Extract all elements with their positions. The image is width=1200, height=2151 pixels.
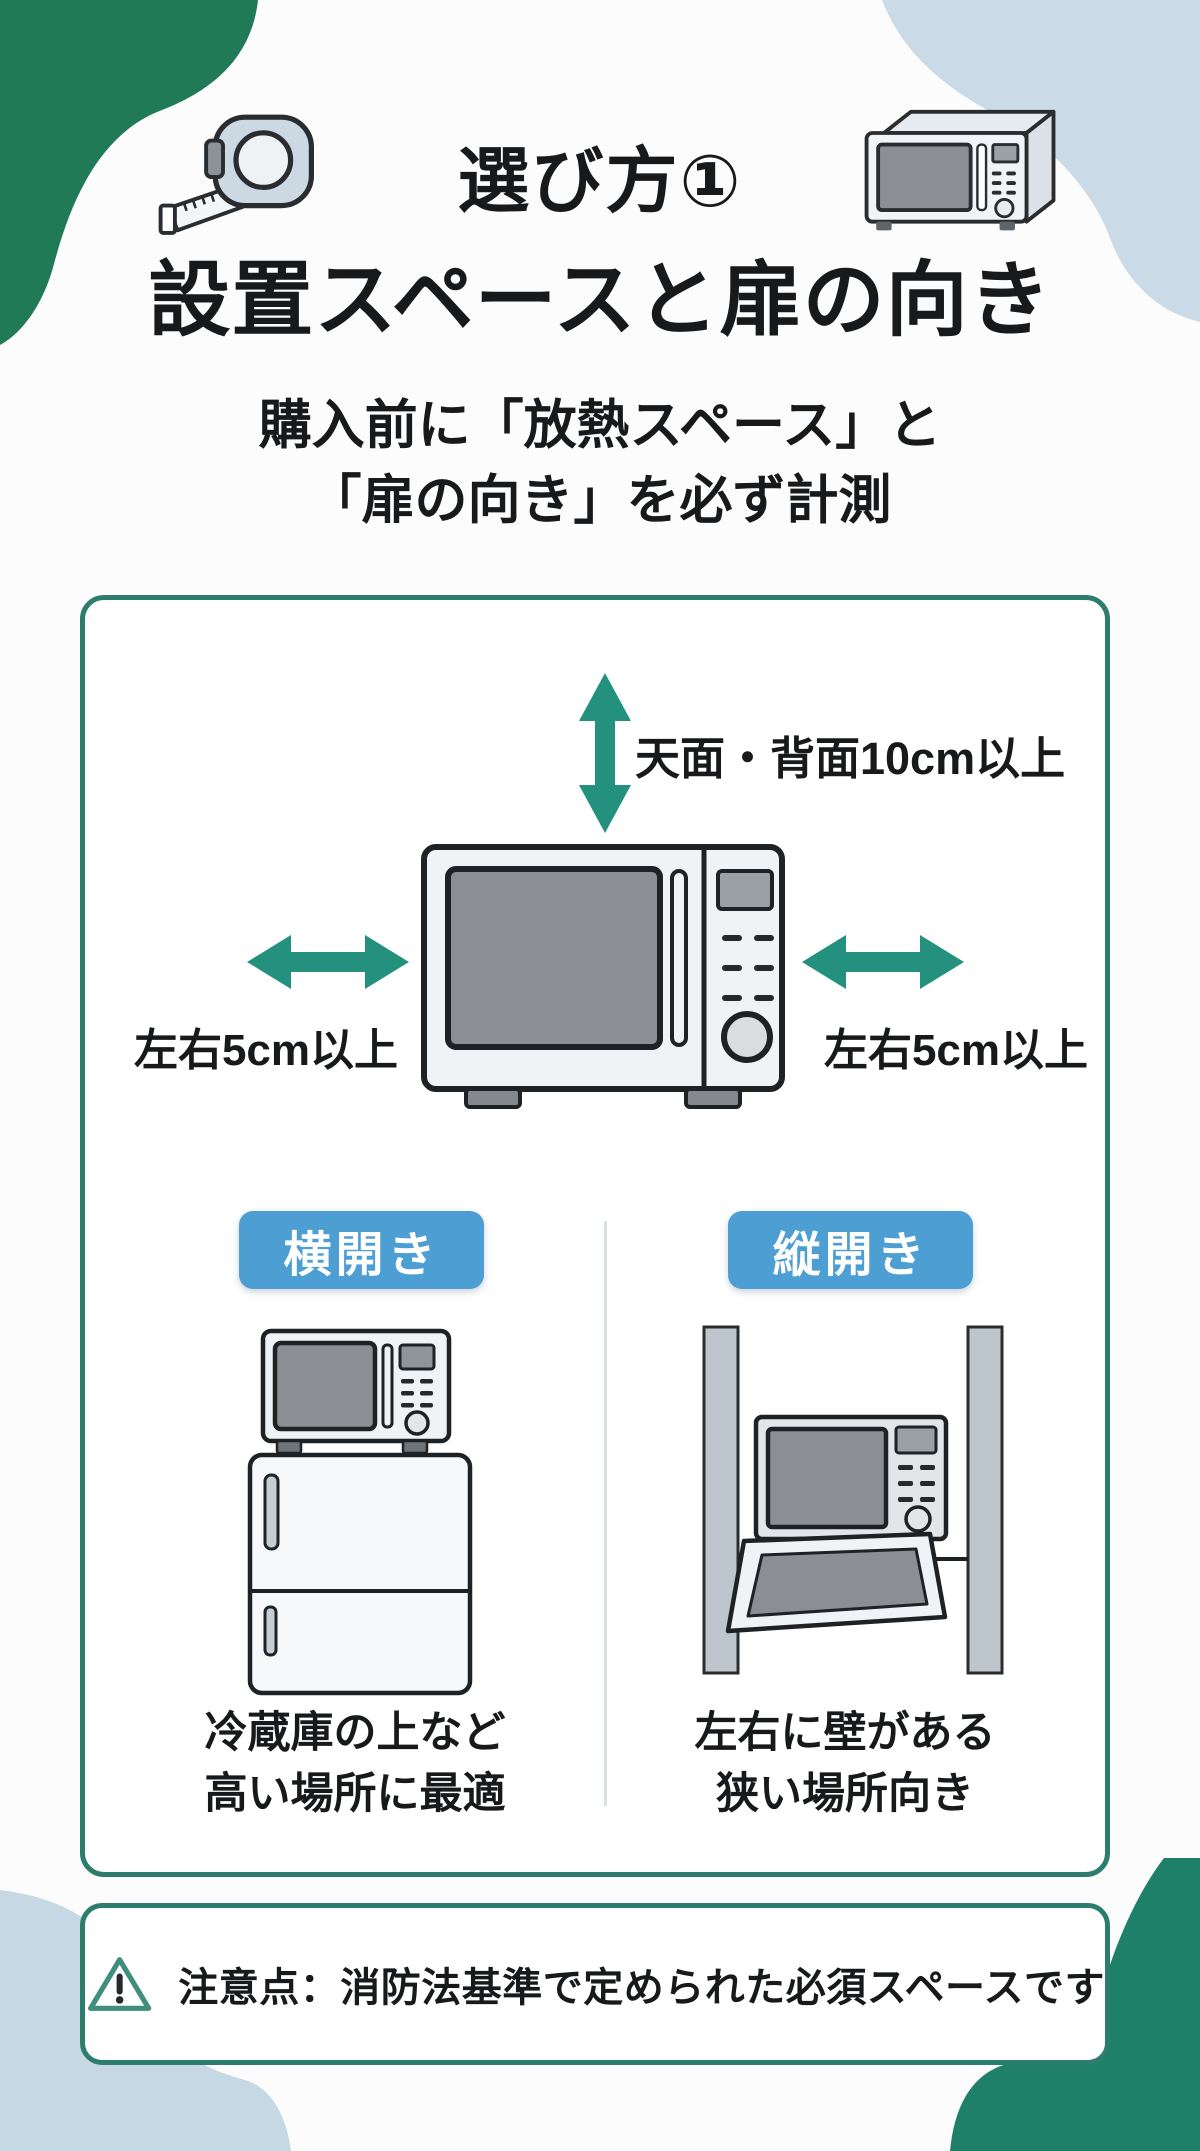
microwave-front-illustration (421, 844, 785, 1109)
side-opening-caption-line-1: 冷蔵庫の上など (204, 1709, 506, 1757)
warning-triangle-icon (88, 1957, 152, 2011)
side-opening-badge: 横開き (239, 1211, 484, 1289)
side-opening-caption: 冷蔵庫の上など 高い場所に最適 (155, 1703, 555, 1825)
microwave-between-walls-illustration (702, 1325, 1004, 1675)
description-line-1: 購入前に「放熱スペース」と (258, 396, 942, 455)
page-description: 購入前に「放熱スペース」と 「扉の向き」を必ず計測 (0, 388, 1200, 539)
left-clearance-arrow-icon (247, 935, 409, 989)
page-subtitle: 設置スペースと扉の向き (148, 255, 1052, 346)
description-line-2: 「扉の向き」を必ず計測 (308, 471, 892, 531)
caution-text: 注意点：消防法基準で定められた必須スペースです (178, 1966, 1105, 2010)
right-clearance-arrow-icon (802, 935, 964, 989)
caution-note: 注意点：消防法基準で定められた必須スペースです (80, 1903, 1110, 2065)
vertical-clearance-arrow-icon (579, 673, 631, 833)
vertical-opening-badge: 縦開き (728, 1211, 973, 1289)
side-opening-caption-line-2: 高い場所に最適 (204, 1770, 506, 1819)
panel-divider (604, 1221, 607, 1806)
page-title: 選び方① (457, 142, 743, 222)
tape-measure-icon (158, 114, 314, 235)
left-clearance-label: 左右5cm以上 (133, 1026, 399, 1075)
top-clearance-label: 天面・背面10cm以上 (635, 733, 1066, 784)
microwave-on-fridge-illustration (247, 1328, 473, 1696)
right-clearance-label: 左右5cm以上 (823, 1026, 1089, 1075)
installation-space-diagram: 天面・背面10cm以上 左右5cm以上 左右5cm以上 横開き 縦開き (80, 595, 1110, 1877)
vertical-opening-caption-line-2: 狭い場所向き (716, 1770, 974, 1819)
vertical-opening-caption: 左右に壁がある 狭い場所向き (645, 1703, 1045, 1825)
microwave-3d-icon (864, 109, 1056, 231)
vertical-opening-caption-line-1: 左右に壁がある (694, 1709, 996, 1757)
